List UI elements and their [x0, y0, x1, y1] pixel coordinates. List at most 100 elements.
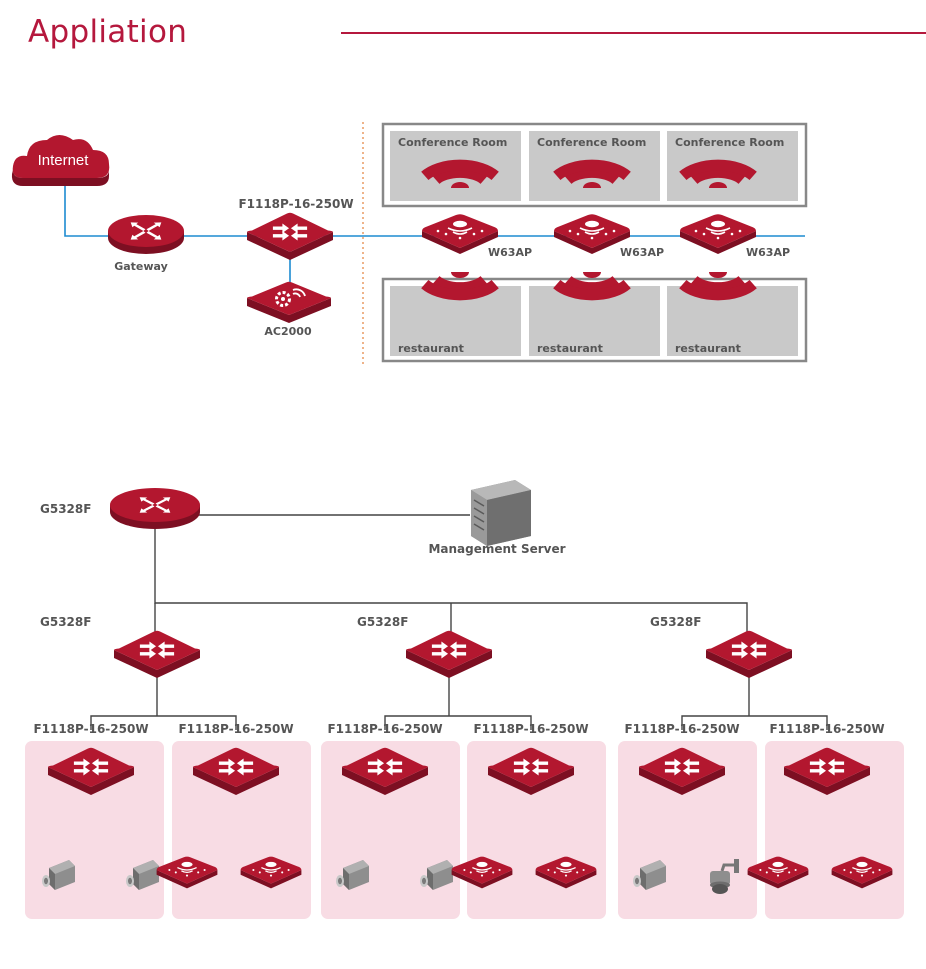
- title-rule: [341, 32, 926, 34]
- arrow-shape: [731, 641, 749, 651]
- gear-hub: [281, 297, 285, 301]
- device-side: [488, 767, 574, 795]
- ap-dot: [553, 871, 556, 874]
- cloud-icon: [11, 135, 110, 186]
- device-top: [247, 281, 331, 315]
- ap-dot: [469, 871, 472, 874]
- ap-wave-icon: [177, 867, 197, 871]
- ap-dot: [287, 868, 290, 872]
- ap-dot: [590, 236, 594, 240]
- ap-dot: [174, 871, 177, 874]
- arrow-shape: [157, 641, 175, 651]
- ap-led-icon: [181, 861, 193, 867]
- arrow-shape: [731, 649, 749, 659]
- arrow-shape: [236, 758, 254, 768]
- access-switch-icon: [639, 747, 725, 795]
- server-icon: [471, 480, 531, 546]
- camera-icon: [336, 860, 369, 890]
- access-switch-label: F1118P-16-250W: [327, 722, 442, 736]
- arrow-shape: [139, 641, 157, 651]
- wifi-arc: [292, 292, 301, 298]
- arrow-shape: [367, 758, 385, 768]
- camera-top: [640, 860, 666, 874]
- cloud-shape: [12, 135, 110, 178]
- arrow-shape: [513, 766, 531, 776]
- arrow-shape: [139, 497, 155, 505]
- switch-arrows-icon: [513, 758, 549, 776]
- arrow-shape: [827, 758, 845, 768]
- wifi-signal-icon: [553, 272, 631, 301]
- arrow-shape: [827, 766, 845, 776]
- core-label: G5328F: [40, 502, 91, 516]
- arrow-shape: [139, 649, 157, 659]
- controller-label: AC2000: [264, 325, 312, 338]
- ap-dot: [498, 868, 501, 872]
- switch-arrows-icon: [431, 641, 467, 659]
- arrow-shape: [290, 231, 308, 241]
- ap-wave-icon: [452, 231, 468, 235]
- arrow-shape: [218, 758, 236, 768]
- camera-front: [427, 868, 433, 890]
- wifi-dot: [451, 272, 469, 278]
- access-point-icon: [831, 856, 893, 889]
- wifi-arc: [679, 279, 757, 301]
- camera-lens-inner: [128, 877, 132, 885]
- switch-arrows-icon: [731, 641, 767, 659]
- ap-dot: [568, 229, 572, 233]
- ap-dot: [547, 868, 550, 872]
- camera-top: [133, 860, 159, 874]
- mount-arm: [720, 863, 736, 872]
- conference-room-label: Conference Room: [398, 136, 507, 149]
- device-side: [680, 231, 756, 254]
- access-point-icon: [680, 214, 756, 254]
- camera-front: [133, 868, 139, 890]
- camera-front: [343, 868, 349, 890]
- camera-lens-inner: [44, 877, 48, 885]
- ap-dot: [878, 868, 881, 872]
- device-side: [831, 870, 893, 889]
- ap-wave-icon: [181, 870, 193, 874]
- arrow-shape: [272, 231, 290, 241]
- ap-dot: [472, 232, 476, 236]
- device-top: [639, 747, 725, 787]
- device-side: [784, 767, 870, 795]
- device-side: [422, 231, 498, 254]
- access-switch-label: F1118P-16-250W: [178, 722, 293, 736]
- aggregation-switch-icon: [114, 630, 200, 678]
- server-vent: [473, 523, 485, 531]
- server-vent: [473, 507, 485, 515]
- camera-top: [427, 860, 453, 874]
- server-front: [471, 490, 487, 546]
- ap-dot: [860, 874, 864, 877]
- ap-wave-icon: [852, 867, 872, 871]
- camera-top: [49, 860, 75, 874]
- ap-dot: [463, 868, 466, 872]
- arrow-shape: [73, 758, 91, 768]
- switch-arrows-icon: [272, 223, 308, 241]
- restaurant-label: restaurant: [537, 342, 603, 355]
- mount-plate: [734, 859, 739, 873]
- ap-dot: [843, 868, 846, 872]
- ap-wave-icon: [560, 870, 572, 874]
- arrow-shape: [218, 766, 236, 776]
- arrow-shape: [682, 766, 700, 776]
- wifi-signal-icon: [679, 159, 757, 188]
- ac-controller-icon: [247, 281, 331, 323]
- arrow-shape: [139, 505, 155, 513]
- wifi-dot: [709, 182, 727, 188]
- ap-dot: [759, 868, 762, 872]
- ap-dot: [492, 871, 495, 874]
- ap-wave-icon: [261, 867, 281, 871]
- ap-dot: [258, 871, 261, 874]
- arrow-shape: [809, 766, 827, 776]
- arrow-shape: [367, 766, 385, 776]
- camera-top: [343, 860, 369, 874]
- aggregation-switch-icon: [706, 630, 792, 678]
- camera-lens-inner: [422, 877, 426, 885]
- ap-wave-icon: [710, 231, 726, 235]
- ap-dot: [776, 874, 780, 877]
- conference-room-label: Conference Room: [537, 136, 646, 149]
- arrow-shape: [155, 505, 171, 513]
- device-side: [247, 298, 331, 323]
- dome-lens: [712, 884, 728, 894]
